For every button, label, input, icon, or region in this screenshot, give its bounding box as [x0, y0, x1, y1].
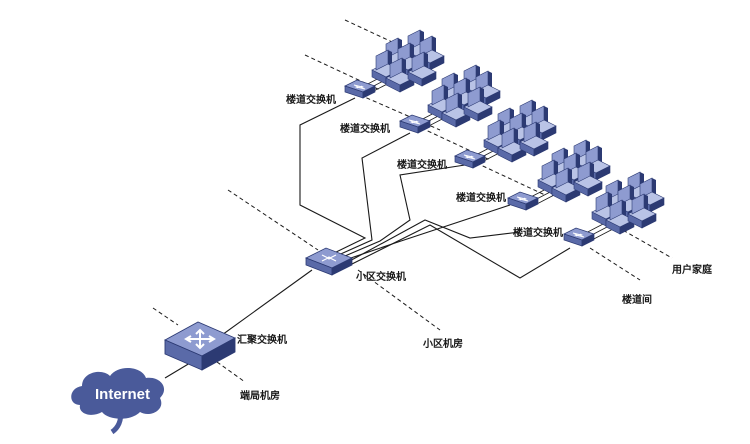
- internet-cloud-icon: Internet: [71, 367, 165, 435]
- building-switch-label-5: 楼道交换机: [513, 226, 563, 239]
- pc-cluster-icon: [428, 65, 500, 127]
- building-switch-label-3: 楼道交换机: [397, 158, 447, 171]
- community-switch-label: 小区交换机: [355, 270, 406, 283]
- pc-cluster-icon: [484, 100, 556, 162]
- user-homes-label: 用户家庭: [671, 263, 713, 276]
- aggregation-switch-icon: [163, 321, 237, 371]
- building-switch-label-4: 楼道交换机: [456, 191, 506, 204]
- building-switch-icon: [507, 191, 539, 211]
- corridor-label: 楼道间: [622, 293, 652, 306]
- building-switch-label-1: 楼道交换机: [286, 93, 336, 106]
- aggregation-switch-label: 汇聚交换机: [237, 333, 287, 346]
- pc-cluster-icon: [538, 140, 610, 202]
- pc-cluster-icon: [592, 172, 664, 234]
- community-switch-icon: [305, 247, 353, 276]
- central-office-room-label: 端局机房: [240, 389, 280, 402]
- pc-cluster-icon: [372, 30, 444, 92]
- building-switch-label-2: 楼道交换机: [340, 122, 390, 135]
- community-room-label: 小区机房: [422, 337, 463, 350]
- internet-label: Internet: [95, 386, 150, 403]
